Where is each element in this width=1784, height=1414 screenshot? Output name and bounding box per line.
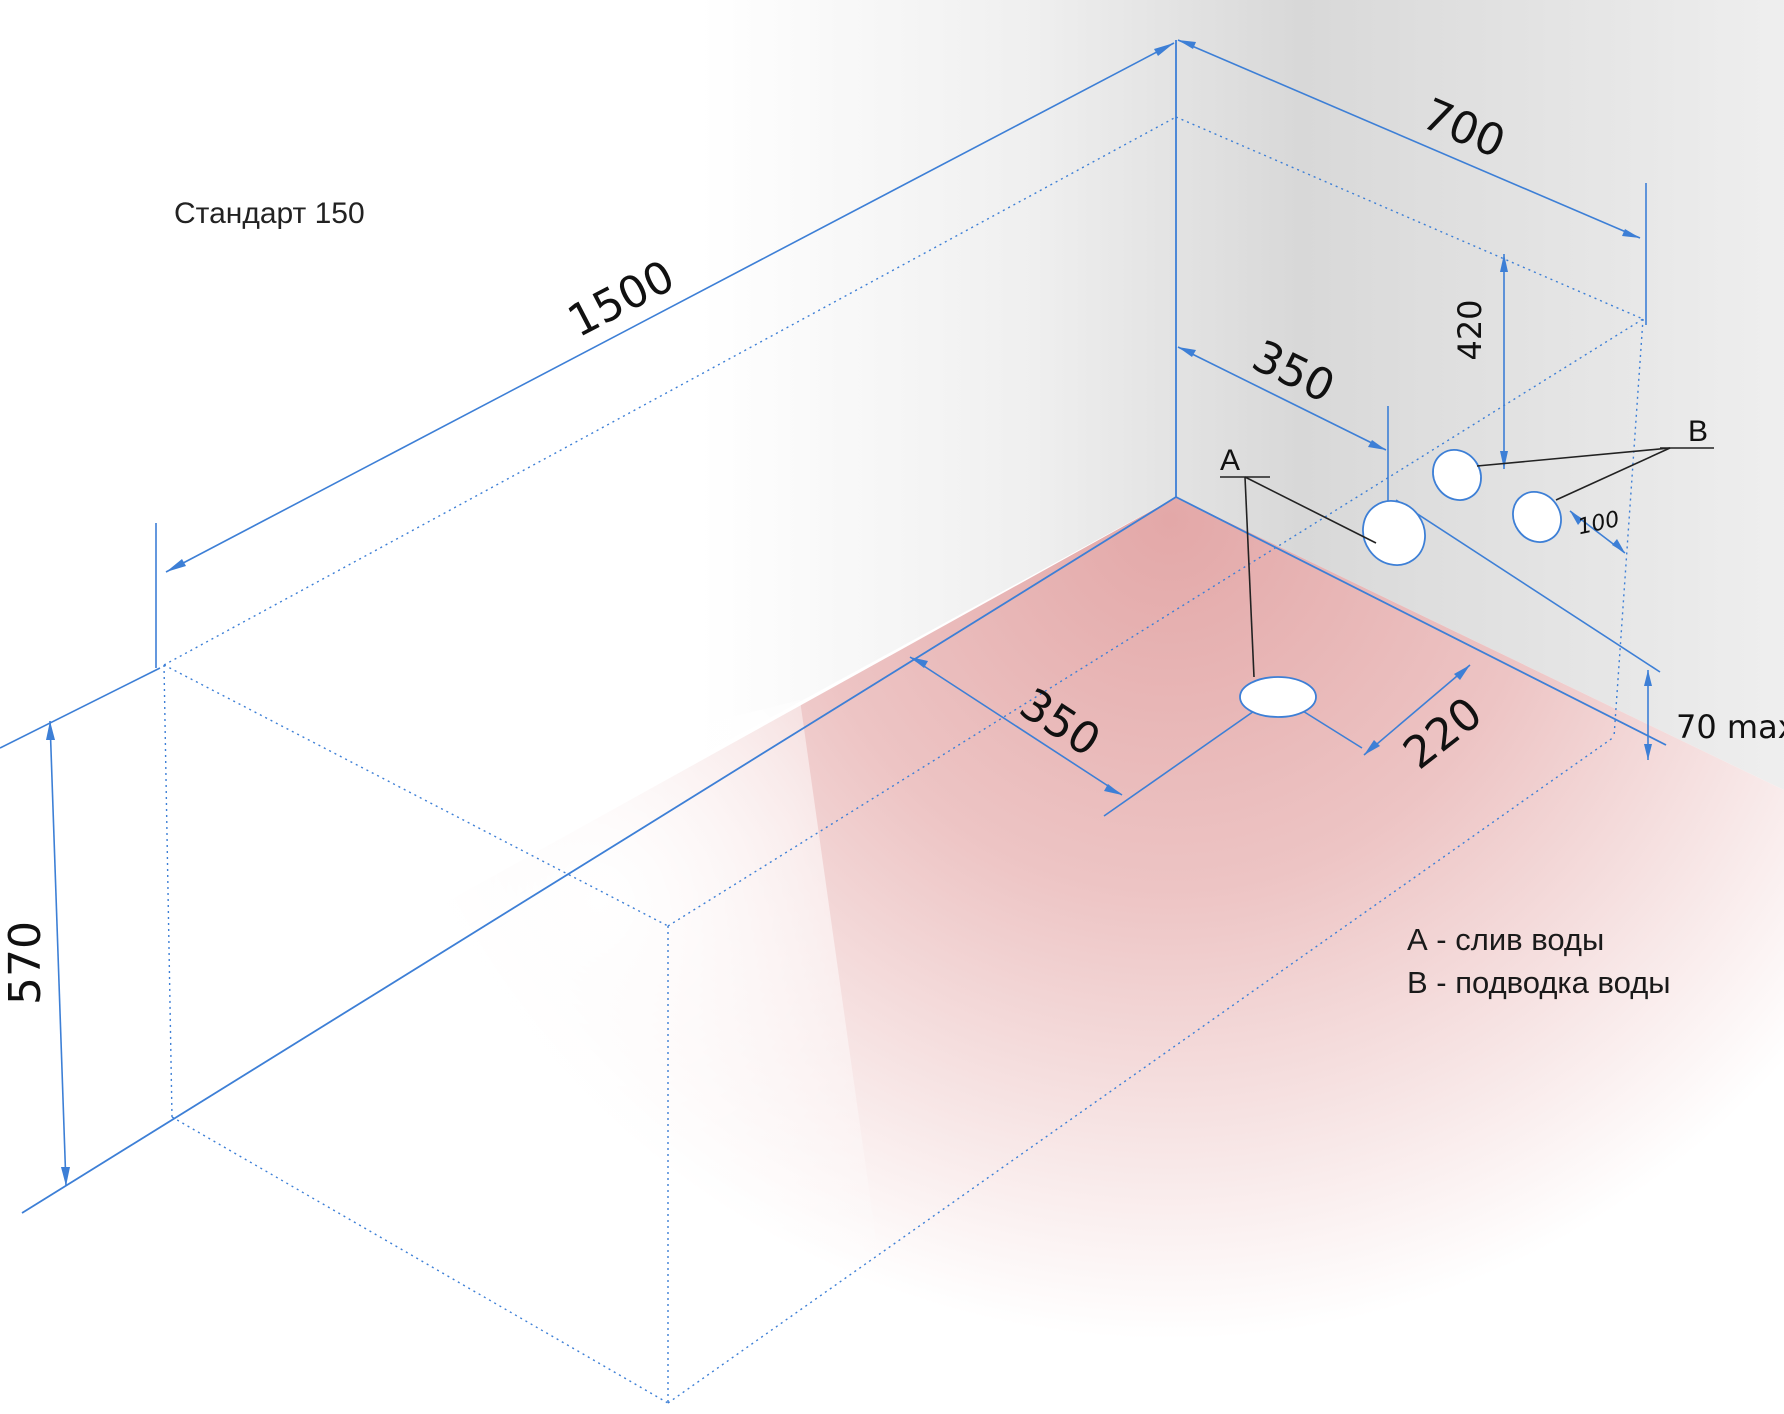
leader-b: B (1476, 415, 1714, 501)
height-value: 570 (0, 921, 51, 1005)
legend: А - слив воды В - подводка воды (1407, 918, 1671, 1004)
legend-item-b: В - подводка воды (1407, 965, 1671, 1000)
supply-hole-2 (1512, 491, 1562, 543)
supply-hole-1 (1432, 449, 1482, 501)
supply-height-value: 420 (1451, 299, 1489, 360)
dimension-supply-height: 420 (1451, 254, 1508, 469)
leader-a: A (1220, 444, 1377, 678)
floor-fade (0, 700, 900, 1409)
point-a-label: A (1220, 444, 1240, 477)
point-b-label: B (1688, 415, 1708, 448)
side-wall (1176, 0, 1784, 790)
dimension-height: 570 (0, 667, 161, 1187)
overflow-hole-wall (1362, 500, 1426, 566)
model-title: Стандарт 150 (174, 197, 365, 230)
drain-height-value: 70 max (1676, 708, 1784, 746)
dimension-drain-height: 70 max (1395, 499, 1784, 760)
back-wall (160, 0, 1176, 1050)
legend-item-a: А - слив воды (1407, 922, 1605, 957)
drain-hole-floor (1239, 676, 1317, 718)
bathtub-box (21, 40, 1667, 1404)
